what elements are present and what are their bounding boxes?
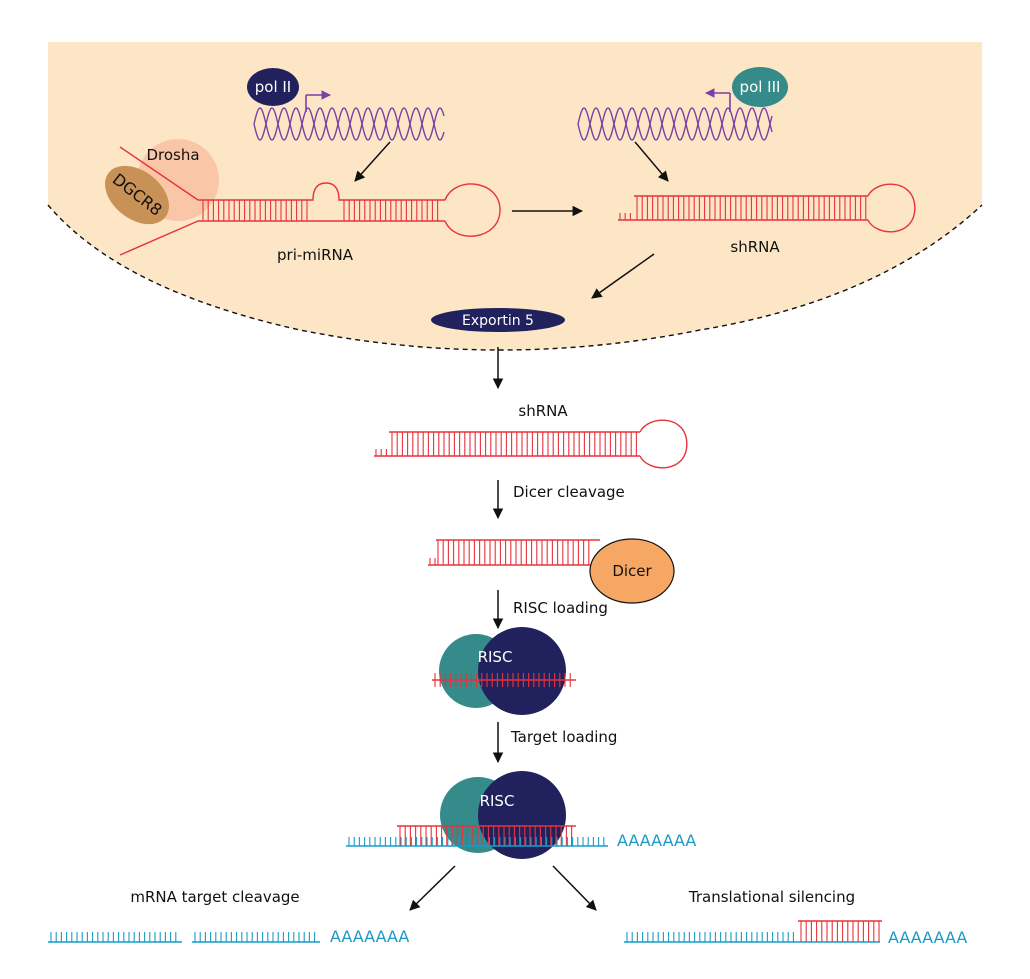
pri-mirna: pri-miRNA	[119, 146, 501, 264]
exportin-5-label: Exportin 5	[462, 313, 534, 329]
guide-strand-bases	[434, 673, 571, 687]
pri-mirna-loop	[444, 183, 501, 237]
polya-tail-main: AAAAAAA	[617, 831, 696, 850]
pol2-enzyme	[247, 68, 299, 106]
exportin-5: Exportin 5	[431, 308, 565, 332]
risc-complex-loaded: RISC	[432, 627, 576, 715]
pri-mirna-label: pri-miRNA	[277, 246, 354, 264]
exportin-5-shape	[431, 308, 565, 332]
sirna-base-pairs	[429, 540, 590, 565]
pri-mirna-top-strand	[198, 182, 445, 201]
pol2-label: pol II	[255, 78, 291, 96]
risc-label-2: RISC	[480, 792, 515, 810]
dicer-enzyme: Dicer	[589, 538, 675, 604]
dicer-cleavage-label: Dicer cleavage	[513, 483, 625, 501]
arrow-pol2-to-primirna	[354, 141, 391, 182]
cleaved-mrna-bases	[50, 932, 316, 942]
pol3-enzyme	[732, 67, 788, 107]
target-loading-label: Target loading	[510, 728, 617, 746]
translational-silencing-label: Translational silencing	[688, 888, 855, 906]
sirna-duplex	[428, 539, 600, 566]
risc-complex-target: RISC	[346, 771, 608, 859]
pol2-gene: pol II	[247, 68, 445, 141]
risc-loading-label: RISC loading	[513, 599, 608, 617]
dna-helix-icon	[577, 107, 773, 141]
pri-mirna-base-pairs	[202, 200, 439, 221]
dna-strand-a	[577, 107, 773, 141]
drosha-label: Drosha	[146, 146, 199, 164]
hairpin-rna-icon	[618, 183, 916, 233]
arrow-pol3-to-shrna	[634, 141, 669, 182]
silenced-mrna-bases	[626, 921, 880, 942]
risc-navy-subunit	[478, 627, 566, 715]
risc-label-1: RISC	[478, 648, 513, 666]
dgcr8-protein	[105, 165, 169, 225]
mrna-cleavage-label: mRNA target cleavage	[130, 888, 299, 906]
dicer-shape	[589, 538, 675, 604]
pri-mirna-tail-top	[119, 146, 199, 201]
guide-target-pairs	[399, 826, 573, 846]
polya-tail-right: AAAAAAA	[888, 928, 967, 947]
silenced-mrna	[624, 920, 882, 943]
arrow-shrna-to-exportin	[591, 253, 655, 299]
dna-strand-b	[577, 107, 773, 141]
nucleus	[47, 42, 983, 351]
hairpin-loop	[639, 419, 688, 469]
nuclear-membrane	[47, 204, 983, 351]
shrna-nucleus-label: shRNA	[730, 238, 780, 256]
hairpin-rna-icon	[374, 419, 688, 469]
arrow-to-cleavage	[409, 865, 456, 911]
arrow-to-silencing	[552, 865, 597, 911]
dicer-label: Dicer	[612, 562, 652, 580]
target-mrna-bases	[348, 837, 605, 846]
pol3-label: pol III	[740, 78, 781, 96]
hairpin-loop	[867, 183, 916, 233]
dna-strand-a	[253, 107, 445, 141]
nucleus-background	[48, 42, 982, 350]
shrna-cytoplasm-label: shRNA	[518, 402, 568, 420]
dna-helix-icon	[253, 107, 445, 141]
pol3-gene: pol III	[577, 67, 788, 141]
cleaved-mrna	[48, 932, 320, 943]
polya-tail-left: AAAAAAA	[330, 927, 409, 946]
dna-strand-b	[253, 107, 445, 141]
pri-mirna-tail-bottom	[119, 220, 199, 256]
